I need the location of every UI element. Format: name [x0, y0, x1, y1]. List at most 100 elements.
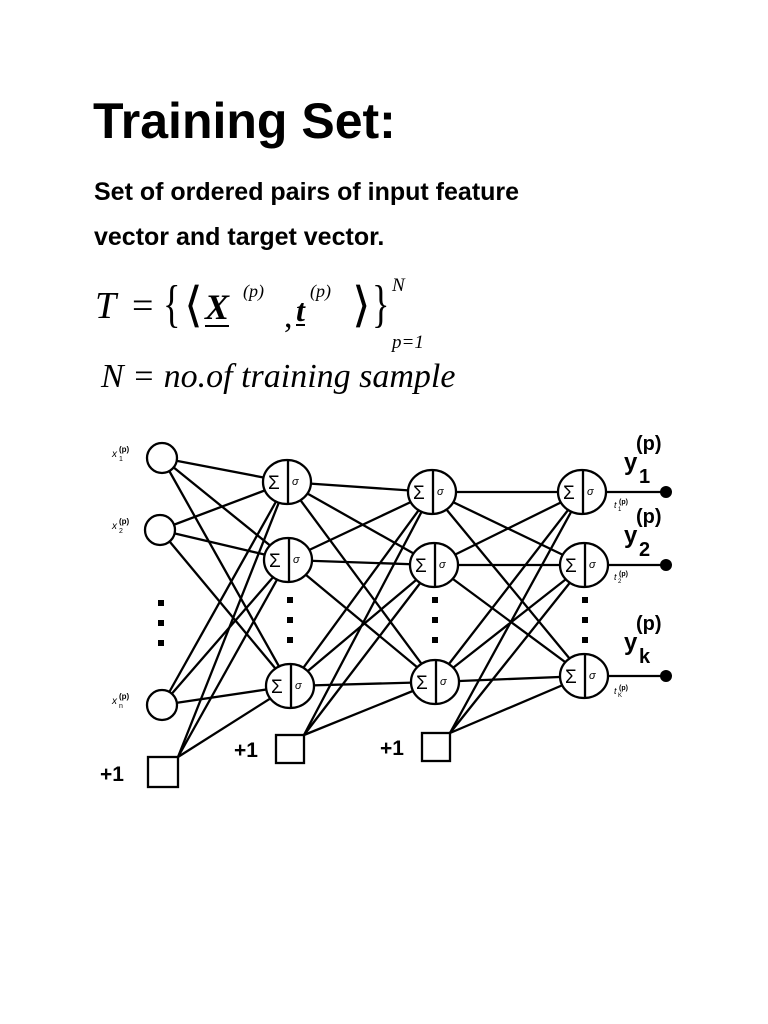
- formula-X: X: [205, 287, 230, 327]
- input-label-sup: (p): [119, 517, 130, 526]
- output-label-sub: 2: [639, 539, 650, 561]
- ellipsis-dot: [287, 597, 293, 603]
- sum-symbol: Σ: [565, 667, 577, 688]
- connection: [160, 457, 292, 687]
- connection: [161, 457, 289, 561]
- connection: [287, 559, 436, 683]
- formula-open-brace: {: [163, 276, 181, 333]
- formula-close-angle: ⟩: [352, 279, 371, 332]
- sum-symbol: Σ: [269, 551, 281, 572]
- target-label-sup: (p): [619, 499, 628, 506]
- output-terminal-dot: [660, 670, 672, 682]
- bias-node: [146, 755, 180, 789]
- ellipsis-dot: [582, 597, 588, 603]
- sigma-symbol: σ: [292, 476, 299, 488]
- sigma-symbol: σ: [589, 559, 596, 571]
- input-node: [143, 513, 177, 547]
- target-label: t: [614, 500, 617, 510]
- bias-node: [274, 733, 306, 765]
- sum-symbol: Σ: [416, 673, 428, 694]
- formula-upper-limit: N: [392, 275, 405, 296]
- bias-node: [420, 731, 452, 763]
- sum-symbol: Σ: [563, 483, 575, 504]
- output-label: y: [624, 522, 638, 549]
- connection: [434, 491, 583, 683]
- ellipsis-dot: [582, 637, 588, 643]
- sigma-symbol: σ: [589, 670, 596, 682]
- formula-equals: =: [132, 285, 154, 327]
- input-label-sub: n: [119, 703, 123, 710]
- connection: [161, 559, 289, 706]
- input-label-sub: 2: [119, 528, 123, 535]
- ellipsis-dot: [158, 620, 164, 626]
- ellipsis-dot: [158, 640, 164, 646]
- connection: [176, 481, 289, 758]
- connection: [286, 480, 435, 567]
- ellipsis-dot: [158, 600, 164, 606]
- connection: [176, 559, 290, 758]
- connection: [433, 490, 583, 567]
- input-label: x: [111, 696, 118, 707]
- target-label: t: [614, 572, 617, 582]
- input-label: x: [111, 521, 118, 532]
- sum-symbol: Σ: [565, 556, 577, 577]
- connection: [159, 529, 291, 687]
- sigma-symbol: σ: [295, 680, 302, 692]
- definition-N: N = no.of training sample: [101, 358, 456, 395]
- connection: [431, 491, 585, 677]
- sum-symbol: Σ: [271, 677, 283, 698]
- output-label: y: [624, 629, 638, 656]
- connection: [160, 481, 289, 706]
- connection: [289, 491, 433, 687]
- input-label-sup: (p): [119, 692, 130, 701]
- sigma-symbol: σ: [293, 554, 300, 566]
- connection: [302, 491, 434, 736]
- sigma-symbol: σ: [587, 486, 594, 498]
- output-label-sup: (p): [636, 433, 662, 455]
- target-label-sub: 1: [618, 507, 622, 513]
- output-label-sup: (p): [636, 506, 662, 528]
- input-node: [145, 441, 179, 475]
- formula-open-angle: ⟨: [184, 279, 203, 332]
- output-terminal-dot: [660, 559, 672, 571]
- connection: [433, 564, 585, 677]
- subtitle-line-1: Set of ordered pairs of input feature: [94, 178, 520, 206]
- ellipsis-dot: [432, 617, 438, 623]
- connection: [286, 481, 436, 683]
- connection: [448, 491, 584, 734]
- sigma-symbol: σ: [440, 676, 447, 688]
- output-label-sub: 1: [639, 466, 650, 488]
- target-label-sub: K: [618, 693, 622, 699]
- sigma-symbol: σ: [437, 486, 444, 498]
- formula-t-sup: (p): [310, 281, 331, 301]
- target-label-sup: (p): [619, 571, 628, 578]
- formula-close-brace: }: [372, 276, 390, 333]
- connection: [449, 564, 585, 734]
- target-label: t: [614, 686, 617, 696]
- formula-lower-limit: p=1: [392, 332, 424, 353]
- page-title: Training Set:: [93, 93, 396, 149]
- input-label-sup: (p): [119, 445, 130, 454]
- subtitle-line-2: vector and target vector.: [94, 223, 385, 251]
- formula-X-sup: (p): [243, 281, 264, 301]
- formula-T: T: [95, 285, 117, 327]
- formula-t: t: [296, 292, 305, 328]
- target-label-sup: (p): [619, 685, 628, 692]
- output-label-sup: (p): [636, 613, 662, 635]
- bias-label: +1: [380, 737, 404, 760]
- ellipsis-dot: [287, 617, 293, 623]
- output-terminal-dot: [660, 486, 672, 498]
- connection: [303, 564, 435, 736]
- bias-label: +1: [100, 763, 124, 786]
- ellipsis-dot: [287, 637, 293, 643]
- ellipsis-dot: [432, 637, 438, 643]
- input-node: [145, 688, 179, 722]
- input-label: x: [111, 449, 118, 460]
- connection: [287, 490, 433, 562]
- output-label: y: [624, 449, 638, 476]
- ellipsis-dot: [582, 617, 588, 623]
- target-label-sub: 2: [618, 579, 622, 585]
- sum-symbol: Σ: [413, 483, 425, 504]
- formula-comma: ,: [284, 298, 293, 335]
